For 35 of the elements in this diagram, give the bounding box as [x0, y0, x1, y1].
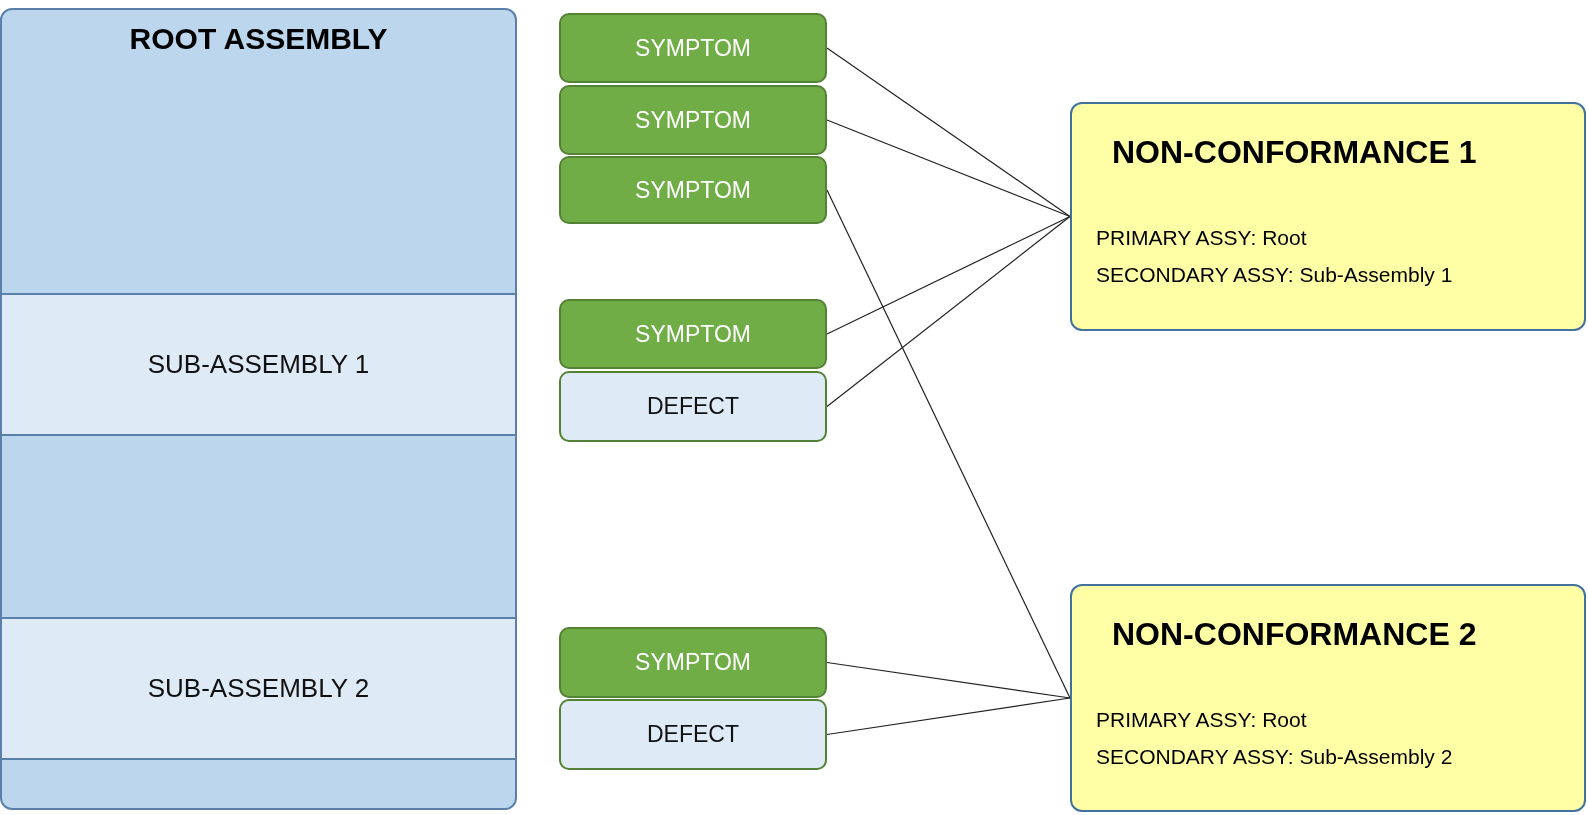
assembly-detail: PRIMARY ASSY: Root — [1096, 707, 1307, 733]
symptom-box — [559, 627, 827, 698]
non-conformance-box — [1070, 584, 1586, 812]
symptom-box — [559, 299, 827, 369]
connector-line — [826, 215, 1071, 335]
sub-assembly-band — [2, 617, 515, 760]
node-title: SYMPTOM — [635, 320, 751, 348]
node-title: SUB-ASSEMBLY 1 — [147, 349, 370, 380]
node-title: ROOT ASSEMBLY — [129, 22, 388, 56]
connector-line — [826, 119, 1071, 218]
assembly-detail: SECONDARY ASSY: Sub-Assembly 1 — [1096, 262, 1453, 288]
node-title: SYMPTOM — [635, 649, 751, 676]
sub-assembly-band — [2, 293, 515, 436]
node-title: DEFECT — [647, 393, 739, 420]
connector-line — [826, 661, 1071, 699]
connector-line — [826, 47, 1071, 218]
node-title: SYMPTOM — [635, 176, 751, 204]
defect-box — [559, 371, 827, 442]
node-title: DEFECT — [647, 721, 739, 748]
assembly-detail: PRIMARY ASSY: Root — [1096, 225, 1307, 251]
defect-box — [559, 699, 827, 770]
connector-line — [826, 189, 1071, 699]
node-title: SUB-ASSEMBLY 2 — [147, 673, 370, 704]
node-title: SYMPTOM — [635, 34, 751, 62]
node-title: NON-CONFORMANCE 1 — [1112, 134, 1477, 171]
symptom-box — [559, 156, 827, 224]
node-title: NON-CONFORMANCE 2 — [1112, 616, 1477, 653]
symptom-box — [559, 85, 827, 155]
non-conformance-box — [1070, 102, 1586, 331]
node-title: SYMPTOM — [635, 106, 751, 134]
assembly-detail: SECONDARY ASSY: Sub-Assembly 2 — [1096, 744, 1453, 770]
connector-line — [826, 697, 1071, 736]
symptom-box — [559, 13, 827, 83]
assembly-panel — [0, 8, 517, 810]
connector-line — [826, 215, 1071, 408]
